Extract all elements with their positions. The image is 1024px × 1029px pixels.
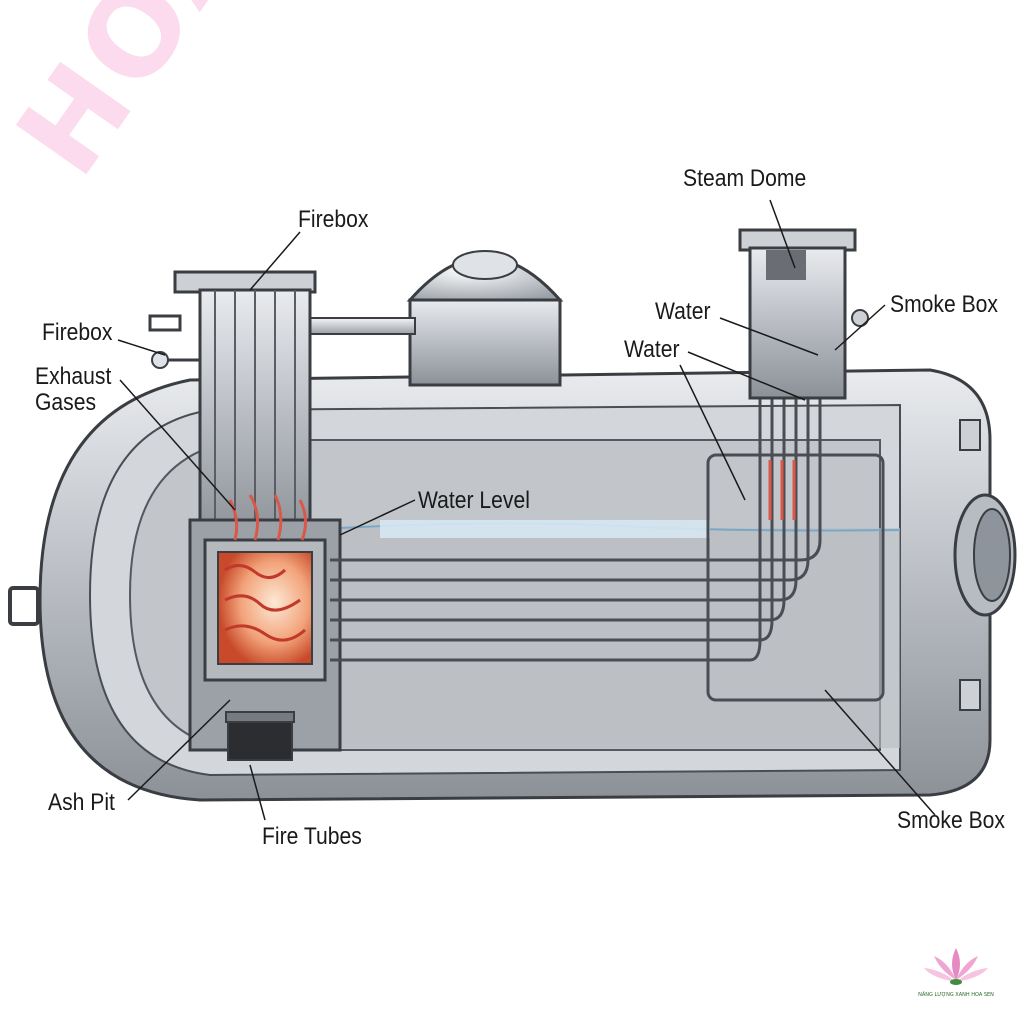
ash-pit xyxy=(227,719,293,761)
label-steam-dome: Steam Dome xyxy=(683,165,807,192)
fire-tubes xyxy=(330,330,822,662)
rear-handle xyxy=(8,586,40,626)
label-water-level: Water Level xyxy=(418,487,530,514)
smoke-box-lower xyxy=(706,453,885,702)
label-firebox-top: Firebox xyxy=(298,206,369,233)
label-smoke-box-top: Smoke Box xyxy=(890,291,998,318)
firebox-chamber xyxy=(188,494,342,761)
smokebox-door xyxy=(953,419,1017,711)
boiler-shell xyxy=(38,368,992,802)
steam-dome-center xyxy=(309,250,564,387)
leader-lines xyxy=(117,199,936,821)
label-exhaust-gases: Exhaust Gases xyxy=(35,363,112,417)
steam-dome-stack xyxy=(738,228,869,520)
label-water-2: Water xyxy=(624,336,680,363)
label-firebox-left: Firebox xyxy=(42,319,113,346)
label-smoke-box-bottom: Smoke Box xyxy=(897,807,1005,834)
lotus-icon xyxy=(924,948,988,985)
lotus-logo: NĂNG LƯỢNG XANH HOA SEN xyxy=(918,940,994,1020)
label-ash-pit: Ash Pit xyxy=(48,789,115,816)
label-water-1: Water xyxy=(655,298,711,325)
label-fire-tubes: Fire Tubes xyxy=(262,823,362,850)
firebox-stack xyxy=(173,270,317,542)
logo-text: NĂNG LƯỢNG XANH HOA SEN xyxy=(918,992,994,998)
left-valves xyxy=(148,314,200,369)
